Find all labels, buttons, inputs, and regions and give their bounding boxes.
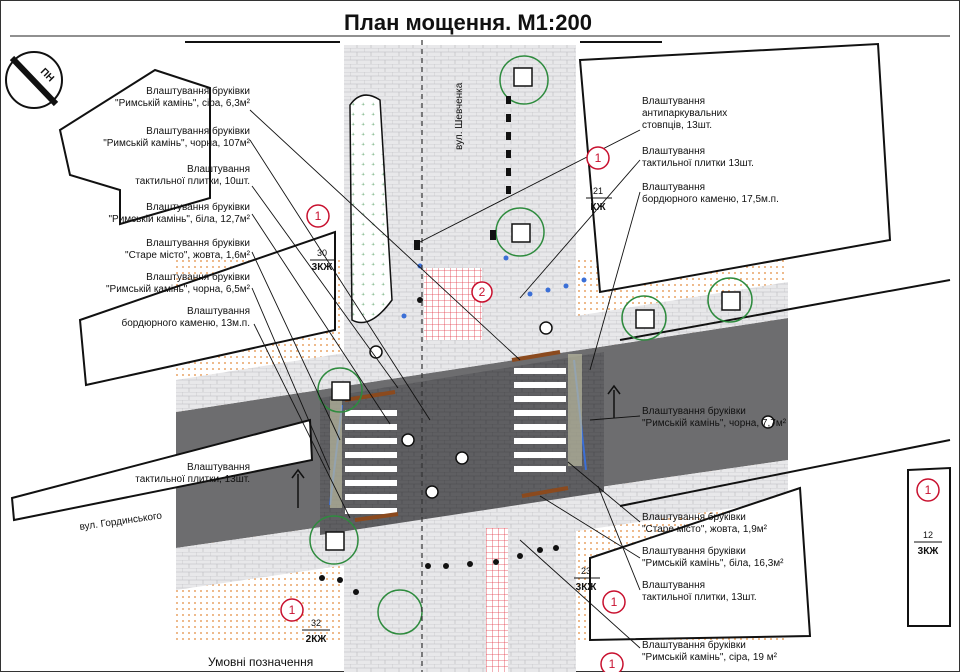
callouts-left: Влаштування бруківки"Римській камінь", с… — [103, 85, 250, 329]
callout-text: Влаштування бруківки"Римській камінь", ч… — [642, 405, 787, 429]
section-marker: 1 — [600, 652, 624, 672]
svg-text:1: 1 — [611, 595, 618, 609]
legend-heading: Умовні позначення — [208, 655, 313, 669]
anti-parking-bollards — [319, 96, 559, 595]
lawn-bed — [349, 94, 393, 324]
north-arrow-icon — [5, 51, 63, 109]
svg-text:2: 2 — [479, 285, 486, 299]
svg-text:2КЖ: 2КЖ — [306, 634, 328, 645]
building-tag: 23 3КЖ — [574, 566, 600, 593]
section-marker: 2 — [471, 281, 493, 303]
section-marker: 1 — [916, 478, 940, 502]
trees — [309, 55, 753, 635]
svg-text:21: 21 — [593, 186, 603, 196]
building-tag: 32 2КЖ — [302, 618, 330, 645]
callout-text: Влаштування бруківки"Римській камінь", ч… — [106, 271, 251, 295]
callout-text: Влаштування бруківки"Римській камінь", с… — [115, 85, 251, 109]
south-sidewalk — [176, 460, 788, 590]
callout-text: Влаштування бруківки"Старе місто", жовта… — [642, 511, 768, 535]
svg-text:1: 1 — [289, 603, 296, 617]
callout-text: Влаштування бруківки"Старе місто", жовта… — [125, 237, 251, 261]
lamp-posts — [369, 321, 775, 499]
svg-text:КЖ: КЖ — [590, 202, 606, 213]
svg-text:1: 1 — [595, 151, 602, 165]
tactile-zone-south — [486, 528, 508, 672]
street-label-shevchenka: вул. Шевченка — [454, 82, 465, 150]
traffic-arrows — [291, 384, 621, 508]
callout-text: Влаштування бруківки"Римській камінь", с… — [642, 639, 778, 663]
plan-title: План мощення. М1:200 — [344, 10, 592, 35]
svg-text:3КЖ: 3КЖ — [918, 546, 940, 557]
building-tag: 21 КЖ — [586, 186, 612, 213]
svg-text:23: 23 — [581, 566, 591, 576]
yellow-strip-east — [568, 354, 582, 466]
buildings — [10, 42, 951, 642]
svg-text:30: 30 — [317, 248, 327, 258]
yellow-strip-west — [330, 400, 342, 508]
street-label-gordynskoho: вул. Гординського — [79, 510, 163, 533]
callout-text: Влаштування бруківки"Римській камінь", ч… — [103, 125, 250, 149]
svg-text:12: 12 — [923, 530, 933, 540]
north-sidewalk — [176, 282, 788, 412]
svg-text:1: 1 — [315, 209, 322, 223]
section-marker: 1 — [586, 146, 610, 170]
callout-text: Влаштування бруківки"Римській камінь", б… — [108, 201, 250, 225]
svg-text:1: 1 — [609, 657, 616, 671]
crosswalk-east — [514, 368, 566, 472]
callout-text: Влаштування бруківки"Римській камінь", б… — [642, 545, 784, 569]
svg-text:32: 32 — [311, 618, 321, 628]
building-tags: 30 3КЖ 21 КЖ 23 3КЖ 12 3КЖ 32 2КЖ — [302, 186, 942, 645]
svg-text:1: 1 — [925, 483, 932, 497]
section-markers: 1 1 2 1 1 1 1 — [280, 146, 940, 672]
building-tag: 30 3КЖ — [310, 248, 336, 273]
section-marker: 1 — [280, 598, 304, 622]
crosswalk-west — [345, 410, 397, 514]
blue-posts — [401, 255, 587, 319]
building-tag: 12 3КЖ — [914, 530, 942, 557]
svg-text:3КЖ: 3КЖ — [312, 262, 334, 273]
curb-stones — [344, 350, 569, 522]
section-marker: 1 — [602, 590, 626, 614]
leader-lines — [249, 109, 641, 649]
svg-text:3КЖ: 3КЖ — [576, 582, 598, 593]
section-marker: 1 — [306, 204, 330, 228]
